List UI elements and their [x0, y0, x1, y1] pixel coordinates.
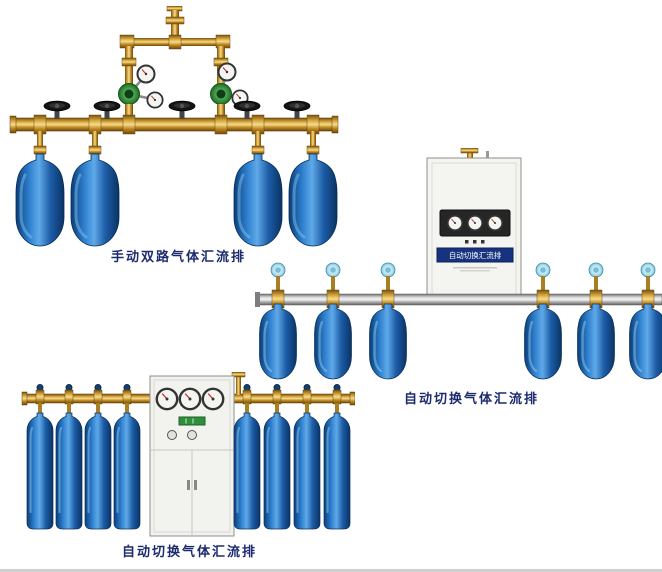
- cylinder-cap: [640, 262, 656, 278]
- cylinder-bank: [258, 289, 662, 381]
- pressure-gauge: [146, 91, 164, 109]
- product-image-auto-switch-eight: [21, 372, 355, 537]
- cabinet-label-band: [436, 247, 514, 263]
- gas-cylinder: [69, 152, 121, 248]
- pressure-gauge: [217, 62, 237, 82]
- gas-cylinder: [25, 411, 55, 531]
- gas-cylinder: [313, 302, 353, 381]
- cylinder-cap: [270, 262, 286, 278]
- cylinder-bank: [25, 384, 352, 531]
- gas-cylinder: [14, 152, 66, 248]
- manifold-pipes: [21, 372, 355, 406]
- pressure-gauge: [466, 214, 484, 232]
- gas-cylinder: [368, 302, 408, 381]
- cylinder-cap: [535, 262, 551, 278]
- pressure-gauge: [178, 387, 202, 411]
- door-handle: [194, 480, 197, 490]
- cylinder-cap: [380, 262, 396, 278]
- pipe-end-cap: [255, 292, 260, 307]
- riser-pipe: [236, 374, 241, 395]
- handwheel-valve: [283, 100, 311, 120]
- cylinder-cap: [325, 262, 341, 278]
- gas-cylinder: [628, 302, 662, 381]
- cylinder-bank: [14, 131, 339, 248]
- gas-cylinder: [292, 411, 322, 531]
- pressure-regulator: [210, 83, 232, 105]
- manifold-pipe: [255, 293, 662, 306]
- handwheel-valve: [168, 100, 196, 120]
- pressure-regulator: [118, 83, 140, 105]
- control-cabinet: 自动切换汇流排: [426, 148, 522, 302]
- product-image-manual-dual-manifold: [9, 6, 339, 248]
- caption-auto-switch-eight: 自动切换气体汇流排: [122, 544, 258, 559]
- regulator-cluster-right: [210, 62, 249, 107]
- gas-cylinder: [83, 411, 113, 531]
- small-dial: [167, 430, 177, 440]
- gas-cylinder: [523, 302, 563, 381]
- cabinet-fine-print: [453, 267, 497, 269]
- gas-cylinder: [576, 302, 616, 381]
- cabinet-green-label: [178, 416, 206, 426]
- cylinder-cap: [588, 262, 604, 278]
- caption-auto-switch-six: 自动切换气体汇流排: [404, 391, 540, 406]
- cabinet-top-pipe: [467, 150, 473, 159]
- gas-cylinder: [262, 411, 292, 531]
- gas-cylinder: [54, 411, 84, 531]
- caption-manual-dual-manifold: 手动双路气体汇流排: [111, 249, 247, 264]
- manifold-header-pipe: [9, 114, 339, 135]
- pressure-gauge: [155, 387, 179, 411]
- drop-pipe: [217, 104, 225, 120]
- gas-cylinder: [322, 411, 352, 531]
- pressure-gauge: [486, 214, 504, 232]
- control-cabinet: [149, 375, 235, 537]
- pressure-gauge: [136, 64, 156, 84]
- gas-cylinder: [232, 411, 262, 531]
- regulator-cluster-left: [118, 64, 164, 109]
- cabinet-label: 自动切换汇流排: [449, 250, 502, 260]
- door-handle: [187, 480, 190, 490]
- cabinet-top-valve: [460, 148, 479, 154]
- product-image-auto-switch-six: 自动切换汇流排: [255, 148, 662, 381]
- page-bottom-divider: [0, 569, 662, 572]
- pressure-gauge: [446, 214, 464, 232]
- small-dial: [187, 430, 197, 440]
- drop-pipe: [125, 104, 133, 120]
- gas-cylinder: [258, 302, 298, 381]
- gas-cylinder: [112, 411, 142, 531]
- cylinder-caps: [270, 262, 656, 292]
- handwheel-valve: [43, 100, 71, 120]
- pressure-gauge: [201, 387, 225, 411]
